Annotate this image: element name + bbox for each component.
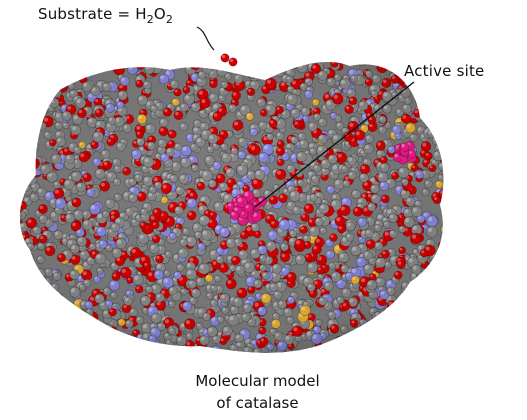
active-site-region <box>226 190 268 226</box>
caption-line-2: of catalase <box>216 394 299 412</box>
active-site-pointer-line <box>254 81 415 208</box>
active-site-label: Active site <box>404 62 485 80</box>
caption-line-1: Molecular model <box>195 372 320 390</box>
substrate-pointer-line <box>196 26 215 51</box>
substrate-molecule <box>220 53 238 67</box>
substrate-label: Substrate = H2O2 <box>38 5 174 26</box>
active-site-region-secondary <box>392 140 417 165</box>
